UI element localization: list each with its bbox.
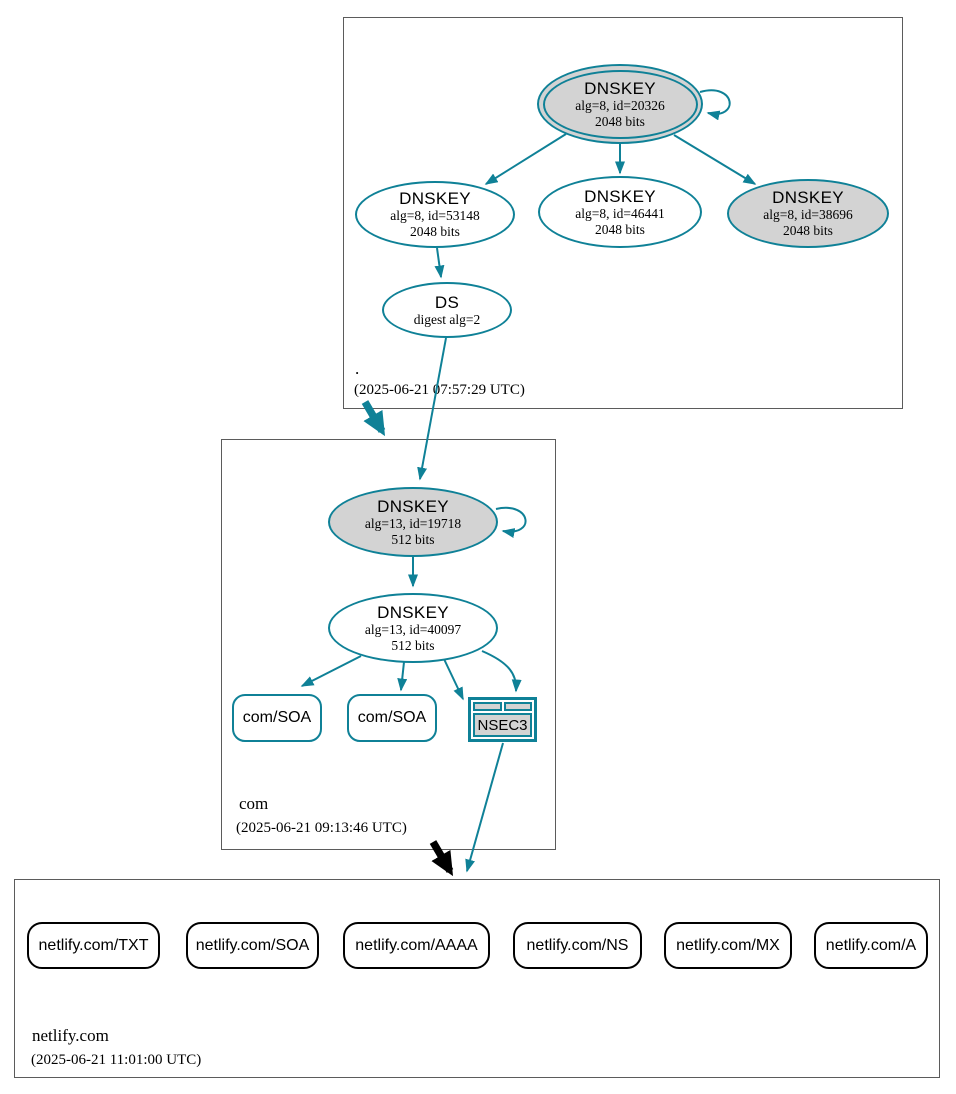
node-title: DNSKEY (377, 602, 449, 622)
node-netlify-ns: netlify.com/NS (513, 922, 642, 969)
node-title: DNSKEY (584, 186, 656, 206)
node-netlify-soa: netlify.com/SOA (186, 922, 319, 969)
node-detail-alg-id: alg=13, id=19718 (364, 515, 462, 531)
node-title: DNSKEY (772, 188, 844, 208)
nsec3-label: NSEC3 (473, 713, 532, 737)
node-root-dnskey-53148: DNSKEY alg=8, id=53148 2048 bits (355, 181, 515, 248)
node-root-ksk-dnskey-20326: DNSKEY alg=8, id=20326 2048 bits (537, 64, 703, 144)
node-com-ksk-dnskey-19718: DNSKEY alg=13, id=19718 512 bits (328, 487, 498, 557)
node-root-dnskey-46441: DNSKEY alg=8, id=46441 2048 bits (538, 176, 702, 248)
node-detail-bits: 512 bits (391, 637, 435, 653)
node-detail-digest: digest alg=2 (413, 311, 481, 327)
rrset-label: netlify.com/SOA (195, 936, 310, 954)
node-netlify-mx: netlify.com/MX (664, 922, 792, 969)
nsec3-header-cells (473, 702, 532, 711)
node-detail-bits: 2048 bits (595, 113, 645, 129)
node-netlify-aaaa: netlify.com/AAAA (343, 922, 490, 969)
rrset-label: netlify.com/A (825, 936, 917, 954)
node-detail-alg-id: alg=8, id=46441 (575, 205, 665, 221)
node-detail-alg-id: alg=8, id=20326 (575, 97, 665, 113)
node-com-soa-1: com/SOA (232, 694, 322, 742)
node-com-zsk-dnskey-40097: DNSKEY alg=13, id=40097 512 bits (328, 593, 498, 663)
zone-label-netlify: netlify.com (32, 1026, 109, 1045)
node-com-nsec3: NSEC3 (468, 697, 537, 742)
node-title: DNSKEY (377, 496, 449, 516)
zone-timestamp-com: (2025-06-21 09:13:46 UTC) (236, 820, 407, 836)
rrset-label: com/SOA (357, 709, 427, 726)
zone-label-root: . (355, 359, 360, 378)
rrset-label: netlify.com/MX (676, 936, 780, 954)
node-detail-bits: 2048 bits (410, 224, 460, 240)
node-title: DS (434, 292, 460, 312)
node-detail-bits: 2048 bits (595, 221, 645, 237)
node-root-ds: DS digest alg=2 (382, 282, 512, 338)
nsec3-cell (503, 702, 532, 711)
rrset-label: netlify.com/TXT (38, 936, 149, 954)
node-detail-bits: 2048 bits (783, 223, 833, 239)
node-detail-alg-id: alg=13, id=40097 (364, 621, 462, 637)
node-com-soa-2: com/SOA (347, 694, 437, 742)
node-detail-bits: 512 bits (391, 531, 435, 547)
node-netlify-txt: netlify.com/TXT (27, 922, 160, 969)
rrset-label: netlify.com/AAAA (355, 936, 478, 954)
node-title: DNSKEY (584, 78, 656, 98)
zone-box-netlify: netlify.com (2025-06-21 11:01:00 UTC) (14, 879, 940, 1078)
zone-timestamp-root: (2025-06-21 07:57:29 UTC) (354, 382, 525, 398)
zone-box-com: com (2025-06-21 09:13:46 UTC) (221, 439, 556, 850)
node-detail-alg-id: alg=8, id=38696 (763, 207, 853, 223)
rrset-label: com/SOA (242, 709, 312, 726)
node-detail-alg-id: alg=8, id=53148 (390, 208, 480, 224)
zone-timestamp-netlify: (2025-06-21 11:01:00 UTC) (31, 1052, 202, 1068)
node-netlify-a: netlify.com/A (814, 922, 928, 969)
node-root-dnskey-38696: DNSKEY alg=8, id=38696 2048 bits (727, 179, 889, 248)
zone-label-com: com (239, 794, 269, 813)
nsec3-cell (473, 702, 502, 711)
rrset-label: netlify.com/NS (526, 936, 629, 954)
node-title: DNSKEY (399, 189, 471, 209)
